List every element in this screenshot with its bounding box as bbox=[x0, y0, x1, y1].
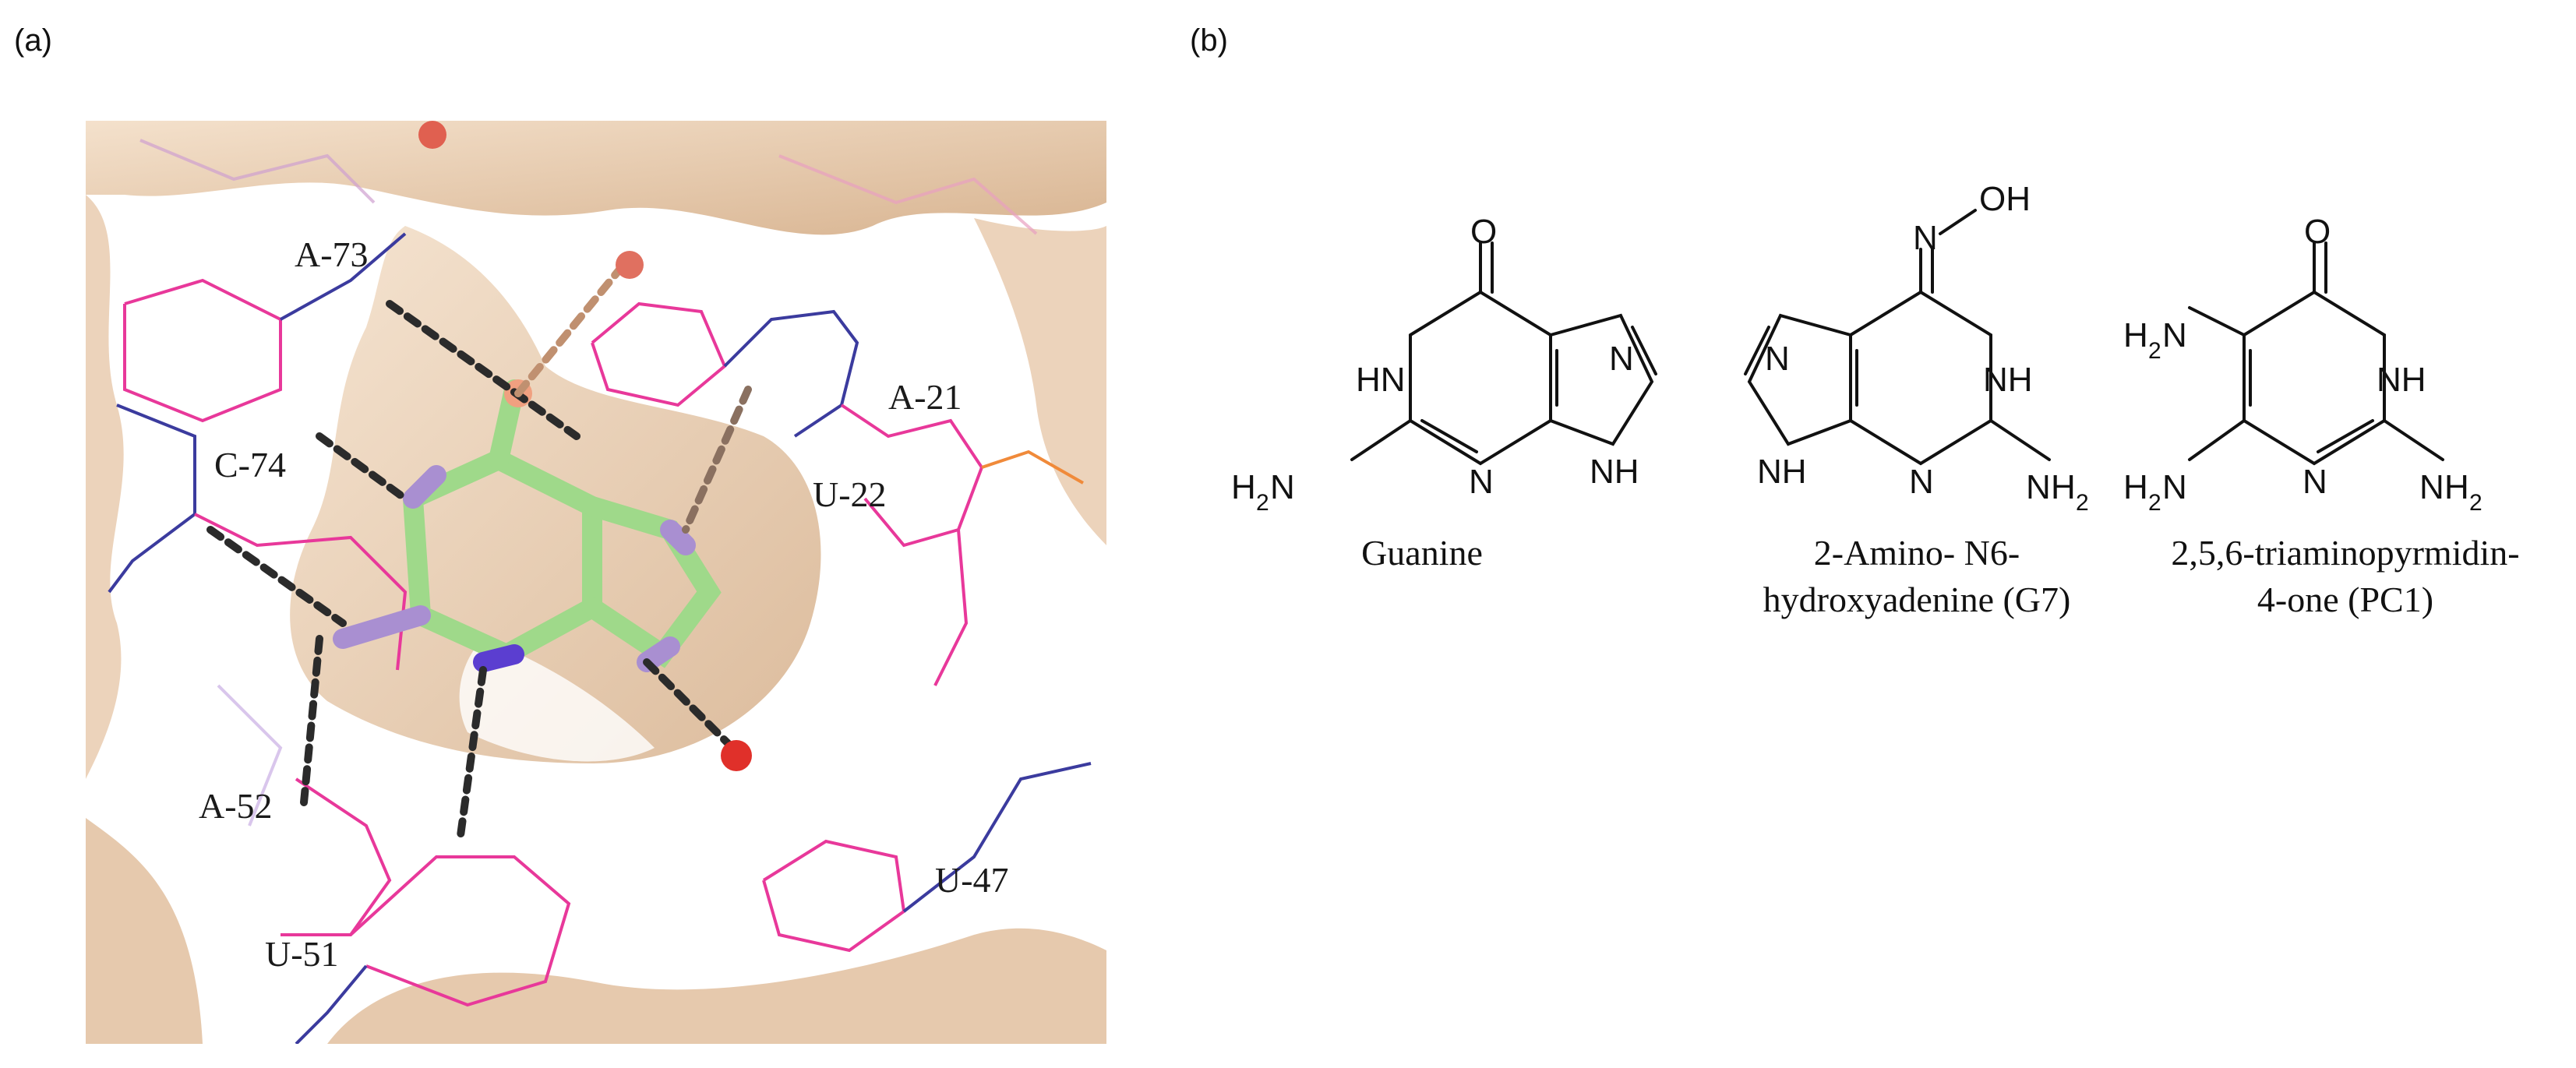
pc1-h2n-top-n: N bbox=[2162, 316, 2187, 354]
rna-residue-u51-blue bbox=[295, 964, 368, 1044]
pc1-nh2-h: H bbox=[2444, 468, 2469, 506]
hbond-a73 bbox=[386, 300, 580, 440]
pc1-h2n-bottom-h: H bbox=[2123, 468, 2148, 506]
pc1-nh: NH bbox=[2377, 361, 2426, 399]
rna-residue-right bbox=[933, 529, 969, 686]
pc1-nh2-sub: 2 bbox=[2469, 490, 2482, 516]
pc1-h2n-top-h: H bbox=[2123, 316, 2148, 354]
water-3 bbox=[721, 740, 752, 771]
molecule-name-pc1-line1: 2,5,6-triaminopyrmidin- bbox=[2171, 533, 2519, 573]
g7-nh1: NH bbox=[1983, 361, 2033, 399]
surface-right bbox=[974, 218, 1106, 545]
guanine-nh: NH bbox=[1590, 453, 1639, 491]
molecule-name-g7-line2: hydroxyadenine (G7) bbox=[1763, 580, 2071, 619]
pc1-n3: N bbox=[2303, 463, 2327, 501]
hbond-a21 bbox=[682, 386, 752, 534]
rna-residue-u22-orange bbox=[981, 449, 1084, 485]
structure-g7: N OH N NH NH N N H 2 bbox=[1744, 180, 2089, 516]
g7-n7: N bbox=[1765, 340, 1790, 378]
pc1-h2n-top-sub: 2 bbox=[2148, 338, 2161, 364]
guanine-h2n-n: N bbox=[1270, 468, 1295, 506]
panel-a-label: (a) bbox=[14, 23, 52, 58]
guanine-h2n-sub: 2 bbox=[1256, 490, 1269, 516]
g7-nh2-h: H bbox=[2051, 468, 2076, 506]
water-1 bbox=[418, 121, 446, 149]
rna-residue-a21-blue bbox=[723, 309, 859, 438]
panel-b-label: (b) bbox=[1190, 23, 1228, 58]
residue-label-u51: U-51 bbox=[265, 934, 339, 974]
surface-top bbox=[86, 121, 1106, 235]
g7-nh9: NH bbox=[1757, 453, 1807, 491]
hbond-a52 bbox=[300, 635, 323, 806]
g7-nh2-sub: 2 bbox=[2076, 490, 2089, 516]
surface-bottom-left bbox=[86, 818, 203, 1044]
residue-label-u22: U-22 bbox=[813, 474, 887, 514]
g7-n3: N bbox=[1909, 463, 1934, 501]
residue-label-c74: C-74 bbox=[214, 445, 286, 485]
hbond-water-top bbox=[514, 261, 627, 397]
hbond-water bbox=[643, 658, 736, 752]
pc1-h2n-bottom-n: N bbox=[2162, 468, 2187, 506]
residue-label-a73: A-73 bbox=[295, 234, 369, 274]
rna-faint-2 bbox=[778, 154, 1038, 235]
ligand-amine bbox=[333, 605, 431, 649]
rna-faint-1 bbox=[139, 139, 376, 204]
guanine-n7: N bbox=[1609, 340, 1634, 378]
g7-oh: OH bbox=[1979, 180, 2031, 218]
rna-faint-3 bbox=[217, 684, 283, 827]
surface-left bbox=[86, 195, 124, 779]
structure-guanine: O HN N N NH H 2 N bbox=[1231, 213, 1657, 516]
molecule-name-guanine-line1: Guanine bbox=[1361, 533, 1483, 573]
hbond-c74-b bbox=[206, 526, 347, 627]
rna-residue-a73-blue bbox=[280, 232, 407, 321]
surface-shadow bbox=[459, 639, 655, 762]
hbond-u51 bbox=[456, 666, 487, 845]
guanine-h2n-h: H bbox=[1231, 468, 1256, 506]
rna-residue-a73 bbox=[123, 278, 282, 423]
molecule-name-g7-line1: 2-Amino- N6- bbox=[1814, 533, 2020, 573]
hbond-c74 bbox=[316, 432, 409, 502]
guanine-o: O bbox=[1470, 213, 1497, 251]
guanine-hn: HN bbox=[1356, 361, 1406, 399]
pc1-o: O bbox=[2304, 213, 2331, 251]
residue-label-a21: A-21 bbox=[888, 377, 962, 417]
ligand-ring-5 bbox=[582, 496, 722, 668]
structure-pc1: O H 2 N NH H 2 N N N H 2 bbox=[2123, 213, 2482, 516]
molecule-name-pc1-line2: 4-one (PC1) bbox=[2257, 580, 2433, 619]
residue-label-a52: A-52 bbox=[199, 786, 273, 826]
residue-label-u47: U-47 bbox=[935, 860, 1009, 900]
water-2 bbox=[616, 251, 644, 279]
surface-bottom bbox=[327, 928, 1106, 1044]
pc1-h2n-bottom-sub: 2 bbox=[2148, 490, 2161, 516]
g7-nh2-n: N bbox=[2026, 468, 2051, 506]
guanine-n3: N bbox=[1469, 463, 1494, 501]
rna-residue-u47-blue bbox=[902, 762, 1092, 913]
pc1-nh2-n: N bbox=[2419, 468, 2444, 506]
rna-residue-a52 bbox=[281, 777, 392, 936]
binding-pocket-render: A-73 A-21 C-74 U-22 A-52 U-51 U-47 bbox=[86, 121, 1106, 1044]
rna-residue-u51 bbox=[349, 855, 571, 1007]
g7-n-oxime: N bbox=[1913, 219, 1938, 257]
